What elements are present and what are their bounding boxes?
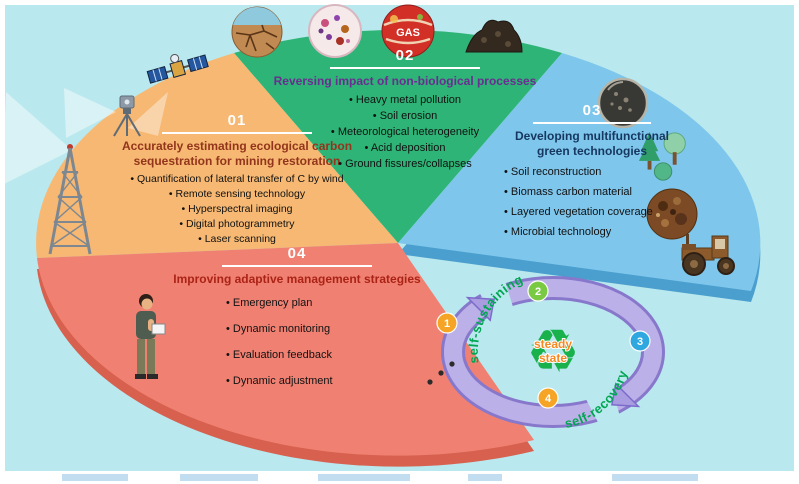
gas-globe-icon: GAS bbox=[381, 4, 435, 58]
microbe-sphere-icon bbox=[597, 77, 649, 129]
footer-chip bbox=[612, 474, 698, 481]
section-02-underline bbox=[330, 67, 480, 69]
ellipsis-dots bbox=[427, 361, 455, 385]
list-item: Evaluation feedback bbox=[226, 342, 426, 368]
list-item: Microbial technology bbox=[504, 222, 682, 242]
scan-beam bbox=[64, 88, 116, 138]
list-item: Acid deposition bbox=[255, 140, 555, 156]
cycle-arrowhead bbox=[611, 382, 641, 408]
section-04-number: 04 bbox=[287, 245, 307, 262]
gas-label: GAS bbox=[396, 27, 420, 39]
scan-beam bbox=[128, 92, 168, 136]
section-04-items: Emergency plan Dynamic monitoring Evalua… bbox=[168, 290, 426, 394]
section-02-items: Heavy metal pollution Soil erosion Meteo… bbox=[255, 92, 555, 172]
list-item: Dynamic adjustment bbox=[226, 368, 426, 394]
section-03-items: Soil reconstruction Biomass carbon mater… bbox=[502, 162, 682, 242]
svg-text:1: 1 bbox=[444, 318, 450, 330]
list-item: Layered vegetation coverage bbox=[504, 202, 682, 222]
cycle-ring bbox=[444, 279, 662, 425]
coal-pile-icon bbox=[465, 19, 523, 53]
steady-state-label-line2: state bbox=[539, 351, 567, 365]
svg-text:4: 4 bbox=[545, 393, 552, 405]
list-item: Soil erosion bbox=[255, 108, 555, 124]
badge-1: 1 bbox=[436, 312, 458, 334]
recycling-icon: ♻ bbox=[526, 318, 580, 385]
list-item: Ground fissures/collapses bbox=[255, 156, 555, 172]
cracked-earth-icon bbox=[231, 6, 283, 58]
section-02-number: 02 bbox=[395, 47, 415, 64]
footer-strip bbox=[0, 471, 799, 484]
section-03-title: Developing multifunctional green technol… bbox=[514, 129, 669, 158]
petri-dish-cells-icon bbox=[308, 4, 362, 58]
tractor-icon bbox=[681, 234, 735, 276]
section-04-title: Improving adaptive management strategies bbox=[173, 272, 421, 286]
laser-scanner-icon bbox=[113, 95, 141, 137]
section-03-underline bbox=[533, 122, 651, 124]
list-item: Meteorological heterogeneity bbox=[255, 124, 555, 140]
footer-chip bbox=[62, 474, 128, 481]
section-03-number: 03 bbox=[582, 102, 602, 119]
cycle-arrowhead bbox=[465, 296, 495, 322]
section-02-title: Reversing impact of non-biological proce… bbox=[273, 74, 537, 88]
cycle-diagram: self-sustaining self-recovery ♻ steady s… bbox=[427, 272, 665, 431]
surveyor-person-icon bbox=[135, 294, 166, 379]
svg-text:2: 2 bbox=[535, 286, 541, 298]
footer-chip bbox=[180, 474, 258, 481]
badge-2: 2 bbox=[527, 280, 549, 302]
section-01-underline bbox=[162, 132, 312, 134]
badge-3: 3 bbox=[629, 330, 651, 352]
clipboard bbox=[151, 323, 166, 335]
section-01-number: 01 bbox=[227, 112, 247, 129]
svg-text:3: 3 bbox=[637, 336, 643, 348]
list-item: Quantification of lateral transfer of C … bbox=[112, 172, 362, 187]
section-02: 02 Reversing impact of non-biological pr… bbox=[255, 47, 555, 172]
scan-beam bbox=[2, 92, 72, 185]
footer-chip bbox=[468, 474, 502, 481]
steady-state-label-line1: steady bbox=[534, 337, 572, 351]
list-item: Heavy metal pollution bbox=[255, 92, 555, 108]
list-item: Digital photogrammetry bbox=[112, 217, 362, 232]
section-01-items: Quantification of lateral transfer of C … bbox=[112, 172, 362, 247]
list-item: Soil reconstruction bbox=[504, 162, 682, 182]
list-item: Hyperspectral imaging bbox=[112, 202, 362, 217]
badge-4: 4 bbox=[537, 387, 559, 409]
list-item: Dynamic monitoring bbox=[226, 316, 426, 342]
radio-tower-icon bbox=[48, 144, 92, 255]
section-04-underline bbox=[222, 265, 372, 267]
section-03: 03 Developing multifunctional green tech… bbox=[502, 102, 682, 242]
list-item: Laser scanning bbox=[112, 232, 362, 247]
list-item: Emergency plan bbox=[226, 290, 426, 316]
satellite-icon bbox=[146, 53, 209, 84]
list-item: Biomass carbon material bbox=[504, 182, 682, 202]
footer-chip bbox=[318, 474, 410, 481]
section-04: 04 Improving adaptive management strateg… bbox=[168, 245, 426, 394]
list-item: Remote sensing technology bbox=[112, 187, 362, 202]
